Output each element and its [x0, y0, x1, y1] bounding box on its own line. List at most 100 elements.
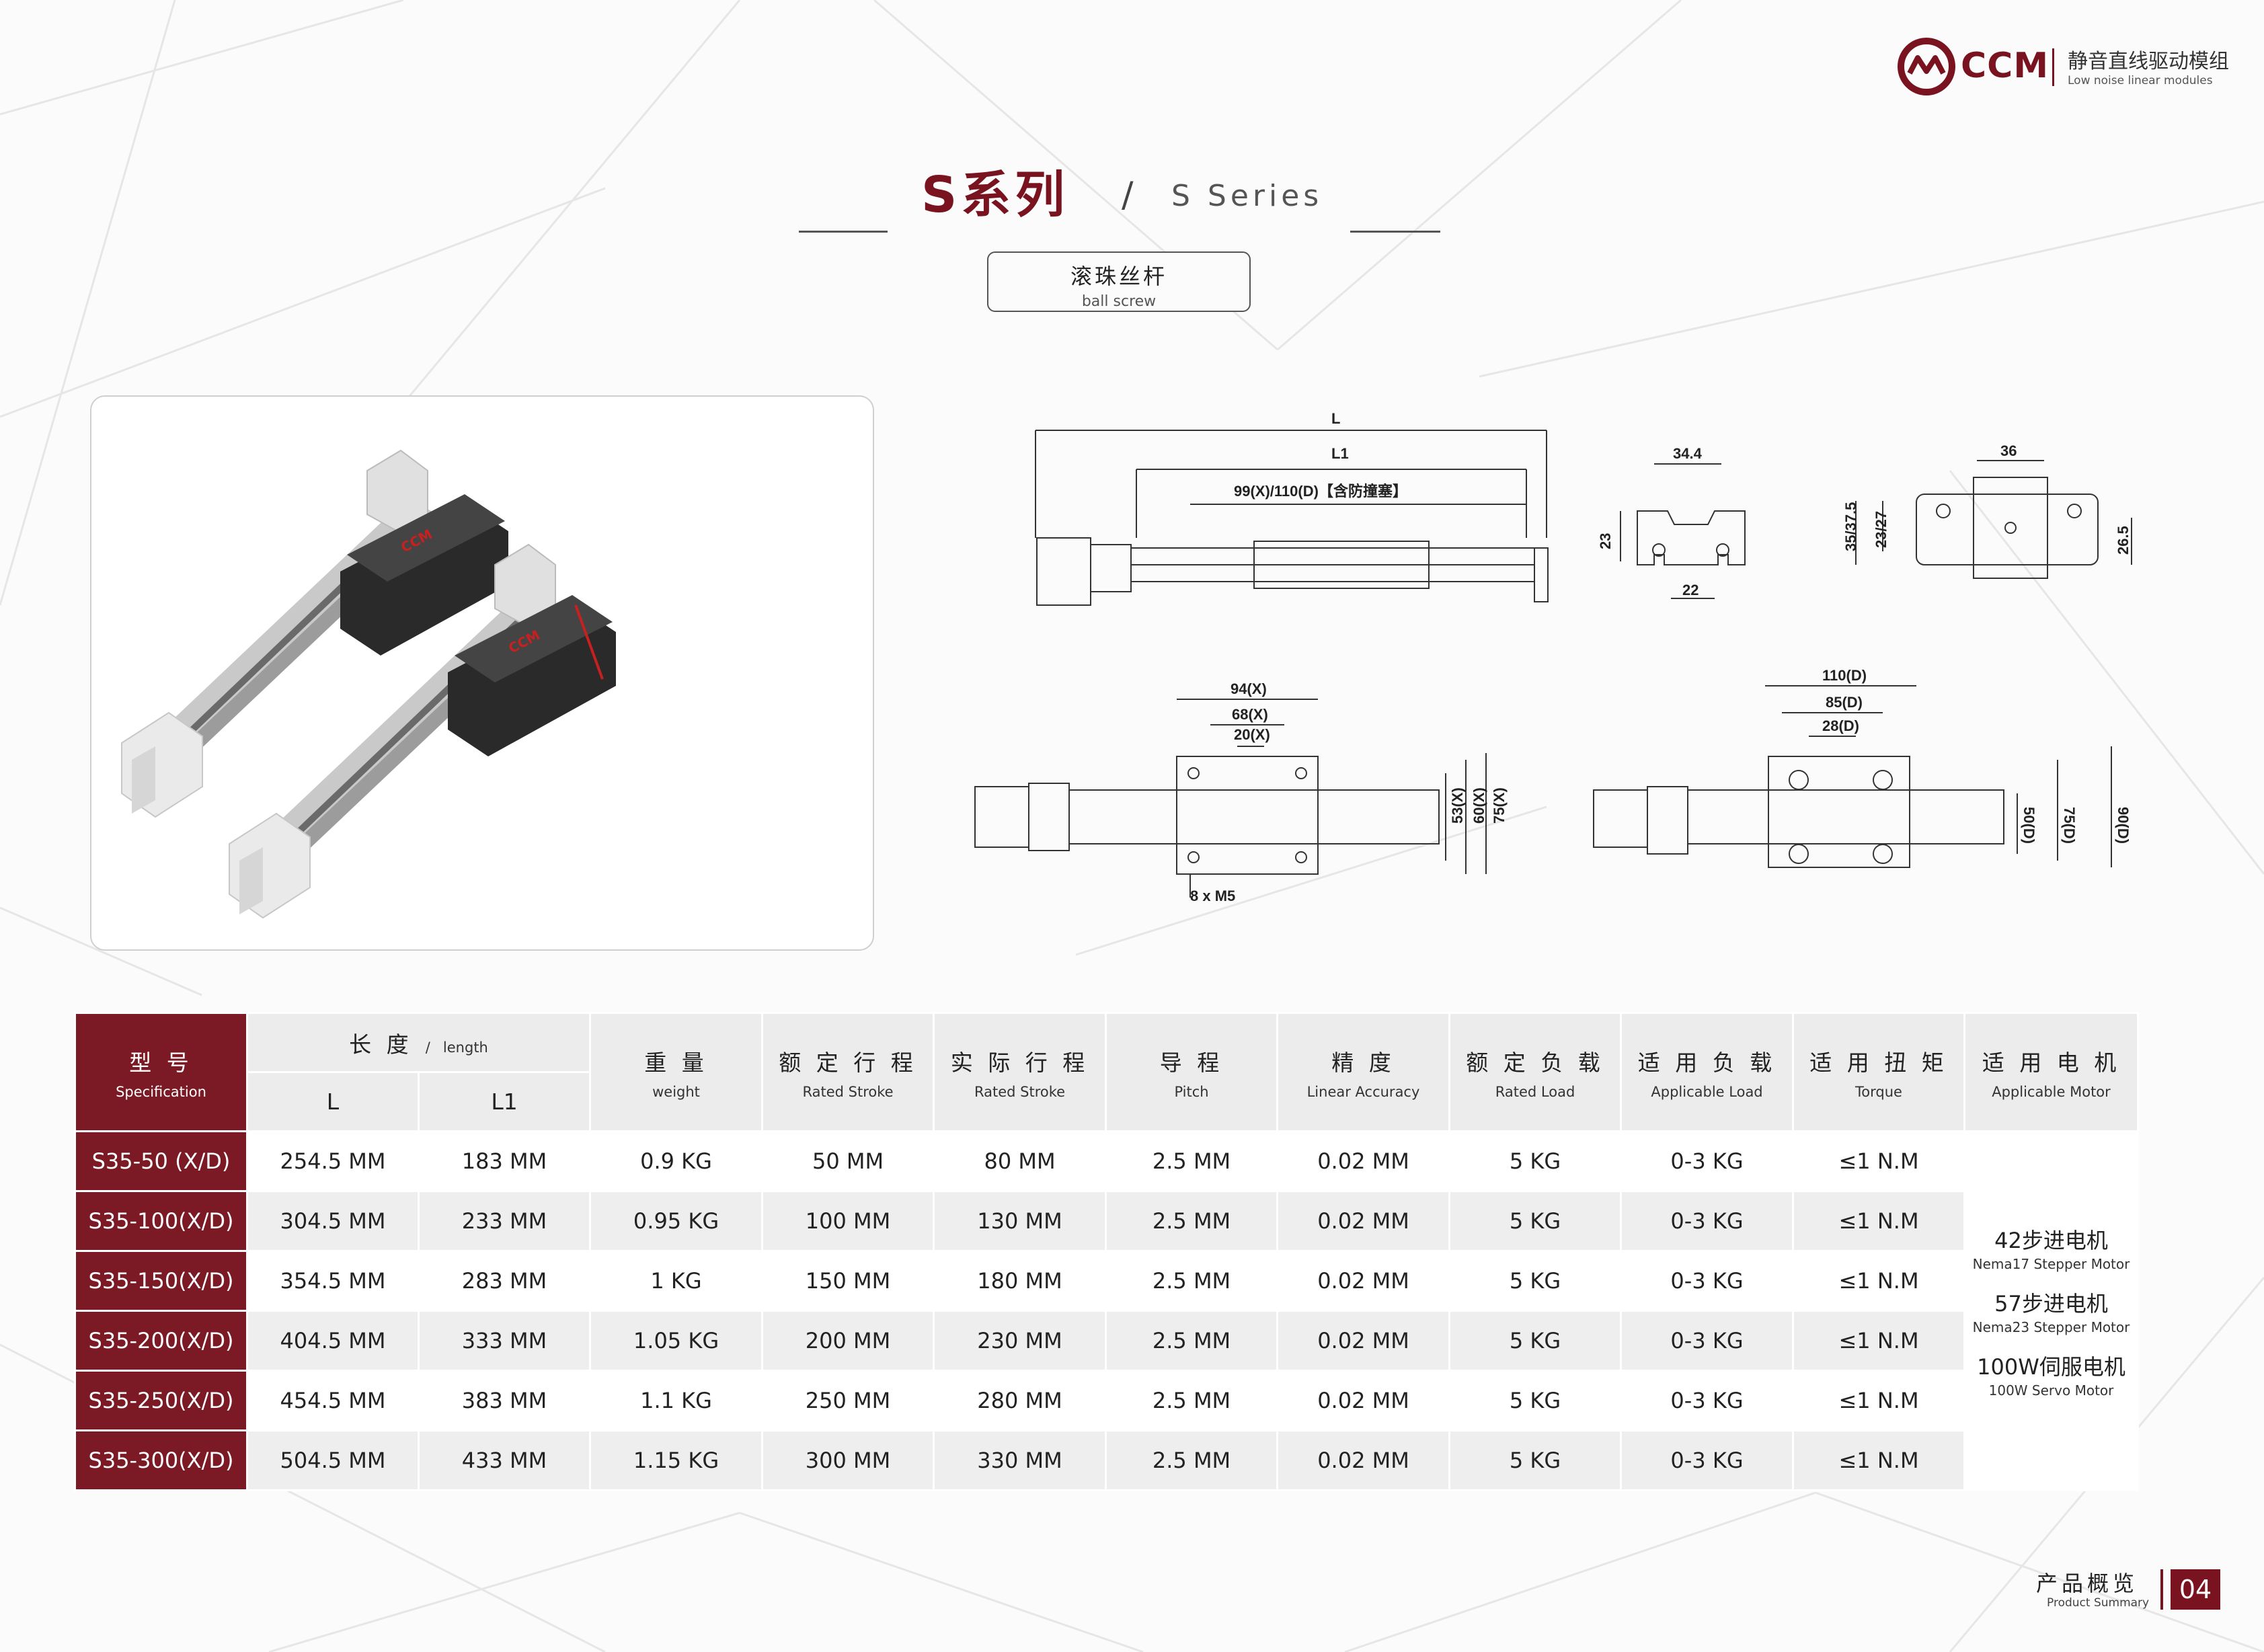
cell-applicable-load: 0-3 KG [1620, 1250, 1795, 1312]
brand-tagline-en: Low noise linear modules [2068, 74, 2213, 87]
cell-weight: 1.15 KG [589, 1429, 764, 1491]
header-spec: 型 号 Specification [74, 1012, 248, 1132]
cell-model: S35-250(X/D) [74, 1370, 248, 1431]
dim-L: L [1331, 410, 1340, 427]
motor-item: 42步进电机 Nema17 Stepper Motor [1972, 1227, 2130, 1272]
cell-rated-stroke: 200 MM [761, 1310, 935, 1372]
dim-d-h3: 90(D) [2115, 807, 2132, 844]
cell-pitch: 2.5 MM [1105, 1190, 1279, 1252]
cell-pitch: 2.5 MM [1105, 1250, 1279, 1312]
type-badge-en: ball screw [1081, 293, 1157, 310]
cell-L: 254.5 MM [246, 1130, 420, 1192]
header-accuracy: 精 度 Linear Accuracy [1276, 1012, 1451, 1132]
cell-model: S35-300(X/D) [74, 1429, 248, 1491]
cell-weight: 0.9 KG [589, 1130, 764, 1192]
cell-applicable-load: 0-3 KG [1620, 1310, 1795, 1372]
brand-name: CCM [1961, 46, 2050, 86]
header-motor: 适 用 电 机 Applicable Motor [1963, 1012, 2140, 1132]
cell-accuracy: 0.02 MM [1276, 1429, 1451, 1491]
cell-L: 404.5 MM [246, 1310, 420, 1372]
title-rule-left [799, 231, 888, 233]
cell-L: 504.5 MM [246, 1429, 420, 1491]
cell-L1: 333 MM [417, 1310, 592, 1372]
cell-rated-load: 5 KG [1448, 1130, 1623, 1192]
logo-divider [2052, 48, 2054, 86]
dim-d-w2: 85(D) [1826, 694, 1863, 711]
dim-x-h1: 53(X) [1449, 787, 1466, 824]
dim-end-h2: 23/27 [1873, 511, 1889, 548]
cell-L1: 433 MM [417, 1429, 592, 1491]
cell-accuracy: 0.02 MM [1276, 1190, 1451, 1252]
cell-accuracy: 0.02 MM [1276, 1130, 1451, 1192]
cell-rated-load: 5 KG [1448, 1310, 1623, 1372]
dim-end-h3: 26.5 [2115, 526, 2132, 555]
dim-x-w2: 68(X) [1232, 706, 1268, 723]
dim-x-holes: 8 x M5 [1190, 888, 1235, 904]
cell-pitch: 2.5 MM [1105, 1429, 1279, 1491]
spec-table: 型 号 Specification 长 度 / length 重 量 weigh… [74, 1012, 2140, 1491]
cell-pitch: 2.5 MM [1105, 1370, 1279, 1431]
table-row: S35-100(X/D) 304.5 MM 233 MM 0.95 KG 100… [74, 1190, 2138, 1252]
cell-applicable-load: 0-3 KG [1620, 1370, 1795, 1431]
ccm-logo-icon [1898, 38, 1955, 95]
cell-accuracy: 0.02 MM [1276, 1250, 1451, 1312]
footer-divider [2160, 1569, 2163, 1610]
top-view-d-drawing: 110(D) 85(D) 28(D) 50(D) 75(D) 90(D) [1593, 667, 2132, 868]
header-L1: L1 [417, 1071, 592, 1132]
table-row: S35-50 (X/D) 254.5 MM 183 MM 0.9 KG 50 M… [74, 1130, 2140, 1491]
cell-torque: ≤1 N.M [1792, 1130, 1966, 1192]
brand-tagline-cn: 静音直线驱动模组 [2068, 50, 2229, 73]
cell-weight: 1.05 KG [589, 1310, 764, 1372]
cell-weight: 0.95 KG [589, 1190, 764, 1252]
header-applicable-load: 适 用 负 载 Applicable Load [1620, 1012, 1795, 1132]
header-actual-stroke: 实 际 行 程 Rated Stroke [933, 1012, 1107, 1132]
page-title: S系列 / S Series [921, 155, 1392, 235]
cell-rated-load: 5 KG [1448, 1370, 1623, 1431]
dim-stroke: 99(X)/110(D)【含防撞塞】 [1234, 483, 1407, 500]
cell-L1: 233 MM [417, 1190, 592, 1252]
header-rated-load: 额 定 负 载 Rated Load [1448, 1012, 1623, 1132]
cell-applicable-load: 0-3 KG [1620, 1429, 1795, 1491]
footer-section-en: Product Summary [2047, 1596, 2150, 1610]
cell-actual-stroke: 80 MM [933, 1130, 1107, 1192]
table-row: S35-300(X/D) 504.5 MM 433 MM 1.15 KG 300… [74, 1429, 2138, 1491]
page-footer: 产品概览 Product Summary 04 [2036, 1567, 2245, 1614]
cell-pitch: 2.5 MM [1105, 1130, 1279, 1192]
cell-applicable-load: 0-3 KG [1620, 1190, 1795, 1252]
cell-weight: 1.1 KG [589, 1370, 764, 1431]
cell-torque: ≤1 N.M [1792, 1370, 1966, 1431]
cell-L: 454.5 MM [246, 1370, 420, 1431]
header-weight: 重 量 weight [589, 1012, 764, 1132]
section-drawing: 34.4 23 22 [1597, 445, 1746, 599]
dim-d-w1: 110(D) [1822, 667, 1867, 684]
spec-table-body: S35-50 (X/D) 254.5 MM 183 MM 0.9 KG 50 M… [74, 1130, 2140, 1491]
header-rated-stroke: 额 定 行 程 Rated Stroke [761, 1012, 935, 1132]
cell-actual-stroke: 280 MM [933, 1370, 1107, 1431]
title-slash: / [1122, 175, 1134, 215]
dim-section-height: 23 [1597, 533, 1614, 549]
dim-x-h3: 75(X) [1491, 787, 1508, 824]
cell-L1: 383 MM [417, 1370, 592, 1431]
cell-rated-load: 5 KG [1448, 1250, 1623, 1312]
dim-x-h2: 60(X) [1471, 787, 1487, 824]
title-cn: S系列 [921, 166, 1069, 224]
dim-d-h2: 75(D) [2061, 807, 2078, 844]
top-view-x-drawing: 94(X) 68(X) 20(X) 53(X) 60(X) 75(X) 8 x … [974, 680, 1508, 904]
type-badge: 滚珠丝杆 ball screw [987, 251, 1251, 312]
cell-actual-stroke: 330 MM [933, 1429, 1107, 1491]
cell-rated-stroke: 100 MM [761, 1190, 935, 1252]
cell-model: S35-200(X/D) [74, 1310, 248, 1372]
cell-torque: ≤1 N.M [1792, 1429, 1966, 1491]
cell-model: S35-50 (X/D) [74, 1130, 248, 1192]
header-torque: 适 用 扭 矩 Torque [1792, 1012, 1966, 1132]
cell-model: S35-150(X/D) [74, 1250, 248, 1312]
cell-torque: ≤1 N.M [1792, 1250, 1966, 1312]
cell-L: 354.5 MM [246, 1250, 420, 1312]
header-L: L [246, 1071, 420, 1132]
header-length: 长 度 / length [245, 1012, 592, 1073]
linear-module-image: CCM CCM [121, 449, 616, 919]
dim-end-width: 36 [2000, 442, 2017, 459]
motor-item: 57步进电机 Nema23 Stepper Motor [1972, 1290, 2130, 1335]
end-view-drawing: 36 35/37.5 23/27 26.5 [1842, 442, 2132, 579]
cell-actual-stroke: 230 MM [933, 1310, 1107, 1372]
